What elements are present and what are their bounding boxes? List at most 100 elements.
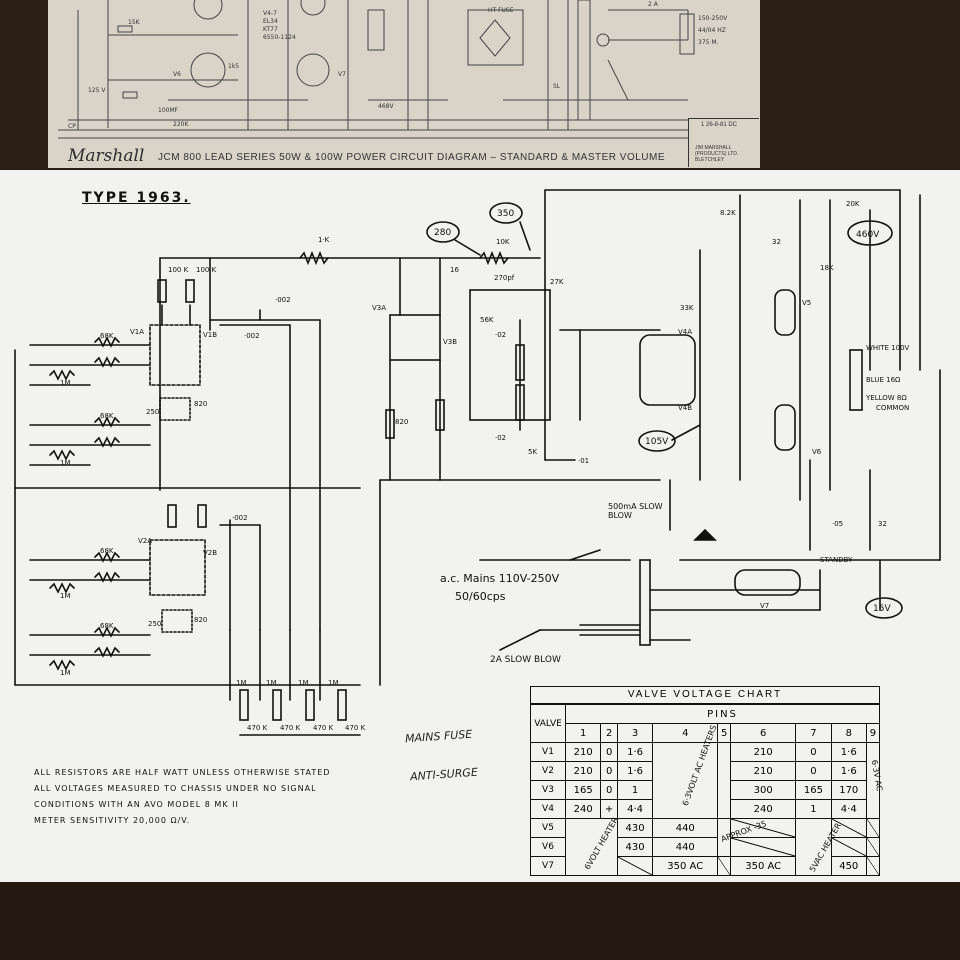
table-row: V7 350 AC 350 AC 450 (530, 856, 881, 876)
label-v7: V7 (760, 602, 769, 610)
label-c05: ·05 (832, 520, 843, 528)
valve-name: V1 (530, 742, 566, 762)
table-cell: 440 (652, 818, 719, 838)
label-20k: 20K (846, 200, 860, 208)
table-cell (865, 818, 881, 838)
label-c32-a: 32 (878, 520, 887, 528)
label-8.2k: 8.2K (720, 209, 736, 217)
label-c02-a: ·02 (495, 331, 506, 339)
top-label-v4: V4-7 (263, 10, 277, 17)
approx-cell: APPROX -35 (717, 818, 768, 857)
table-cell (717, 856, 732, 876)
circle-15v: 15V (873, 604, 891, 614)
circle-105v: 105V (645, 437, 669, 447)
top-label-cp: CP (68, 123, 76, 130)
table-cell (830, 837, 867, 857)
label-68k-a: 68K (100, 332, 114, 340)
label-56k: 56K (480, 316, 494, 324)
heater-v7-cell: 5VAC HEATER (795, 818, 843, 876)
pin-header: 3 (616, 723, 654, 743)
label-v2a: V2A (138, 537, 152, 545)
table-cell: 4·4 (616, 799, 654, 819)
top-schematic-sheet: 15K V4-7 EL34 KT77 6550-1124 V6 V7 1k5 4… (48, 0, 760, 168)
label-c002-a: ·002 (244, 332, 260, 340)
table-cell: 4·4 (830, 799, 867, 819)
mains-voltage-label: a.c. Mains 110V-250V (440, 572, 560, 585)
label-1m-c: 1M (60, 592, 71, 600)
label-100k-a: 100 K (168, 266, 189, 274)
label-1m-g: 1M (298, 679, 309, 687)
table-cell (730, 837, 797, 857)
table-cell (865, 837, 881, 857)
label-250-b: 250 (148, 620, 161, 628)
top-label-15k: 15K (128, 19, 141, 26)
label-1m-h: 1M (328, 679, 339, 687)
table-cell: 1 (616, 780, 654, 800)
label-v2b: V2B (203, 549, 217, 557)
top-label-6550: 6550-1124 (263, 34, 296, 41)
top-label-375m: 375 M. (698, 39, 719, 46)
type-title: TYPE 1963. (82, 190, 191, 206)
label-common: COMMON (876, 404, 909, 412)
label-68k-c: 68K (100, 547, 114, 555)
label-27k: 27K (550, 278, 564, 286)
label-1m-b: 1M (60, 459, 71, 467)
top-label-468v: 468V (378, 103, 394, 110)
label-820-b: 820 (194, 616, 207, 624)
main-schematic-drawing: V1A V1B V2A V2B V3A V3B V4A V4B V5 V6 V7… (14, 189, 941, 736)
table-cell (616, 856, 654, 876)
table-cell (830, 818, 867, 838)
table-cell: 0 (600, 742, 618, 762)
mains-frequency-label: 50/60cps (455, 590, 506, 603)
valve-name: V7 (530, 856, 566, 876)
table-header-row: VALVE PINS (530, 704, 880, 743)
marshall-brand: Marshall (68, 146, 145, 166)
top-label-2a: 2 A (648, 1, 659, 8)
table-bottom-edge (0, 882, 960, 960)
label-v3b: V3B (443, 338, 457, 346)
pin-header: 9 (865, 723, 881, 743)
label-470k-c: 470 K (313, 724, 334, 732)
label-c02-b: ·02 (495, 434, 506, 442)
table-cell: 1 (795, 799, 832, 819)
table-row: V6 430 440 (530, 837, 881, 857)
label-v4b: V4B (678, 404, 692, 412)
table-cell: 210 (730, 742, 797, 762)
label-18k: 18K (820, 264, 834, 272)
table-cell: 0 (600, 780, 618, 800)
top-label-v7: V7 (338, 71, 346, 78)
circle-280: 280 (434, 228, 451, 238)
table-cell: 1·6 (830, 742, 867, 762)
top-schematic-drawing: 15K V4-7 EL34 KT77 6550-1124 V6 V7 1k5 4… (58, 0, 728, 139)
label-v1a: V1A (130, 328, 144, 336)
header-pins: PINS (565, 704, 880, 724)
table-cell (717, 742, 732, 819)
table-cell (730, 818, 797, 838)
table-cell: 350 AC (652, 856, 719, 876)
valve-name: V2 (530, 761, 566, 781)
valve-voltage-chart: VALVE VOLTAGE CHART VALVE PINS 1 2 3 4 5… (530, 686, 884, 876)
label-820-a: 820 (194, 400, 207, 408)
table-cell: 240 (564, 799, 602, 819)
table-cell: 210 (730, 761, 797, 781)
voltage-table: VALVE PINS 1 2 3 4 5 6 7 8 9 V1 210 0 1·… (530, 704, 884, 876)
pin-header: 5 (717, 723, 732, 743)
top-label-kt77: KT77 (263, 26, 278, 33)
label-10k: 10K (496, 238, 510, 246)
top-label-220k: 220K (173, 121, 189, 128)
label-1m-a: 1M (60, 379, 71, 387)
top-label-ht-fuse: HT FUSE (488, 7, 514, 14)
label-470k-d: 470 K (345, 724, 366, 732)
chart-title: VALVE VOLTAGE CHART (530, 686, 880, 704)
top-label-el34: EL34 (263, 18, 278, 25)
label-1m-f: 1M (266, 679, 277, 687)
label-270pf: 270pf (494, 274, 515, 282)
label-1m-d: 1M (60, 669, 71, 677)
label-blue: BLUE 16Ω (866, 376, 901, 384)
table-cell: 430 (616, 837, 654, 857)
table-cell: 430 (616, 818, 654, 838)
table-cell: 440 (652, 837, 719, 857)
label-yellow: YELLOW 8Ω (865, 394, 907, 402)
label-v4a: V4A (678, 328, 692, 336)
fuse-500ma-label: 500mA SLOW BLOW (608, 502, 663, 520)
